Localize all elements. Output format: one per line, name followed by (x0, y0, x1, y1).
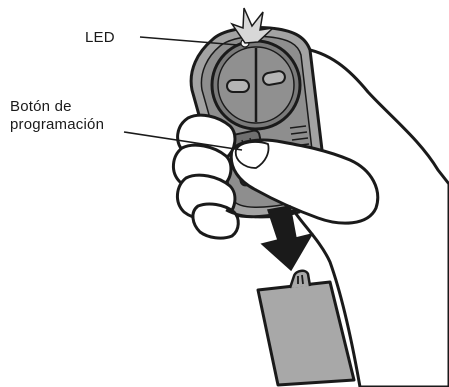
programming-button-leader-line (123, 131, 243, 151)
programming-button-label: Botón de programación (10, 98, 104, 134)
led-label: LED (85, 29, 115, 46)
finger-4 (191, 202, 240, 240)
remote-button-right (262, 70, 286, 86)
arrow-down-icon (260, 205, 314, 272)
programming-button-label-line-1: Botón de (10, 98, 72, 115)
led-glow-icon (230, 7, 276, 44)
programming-button-label-line-2: programación (10, 116, 105, 133)
thumb (229, 138, 380, 225)
led-leader-line (139, 36, 239, 46)
battery-cover-tab (288, 269, 312, 289)
front-hand (172, 113, 380, 240)
battery-cover (256, 269, 356, 387)
remote-button-left (226, 79, 250, 93)
